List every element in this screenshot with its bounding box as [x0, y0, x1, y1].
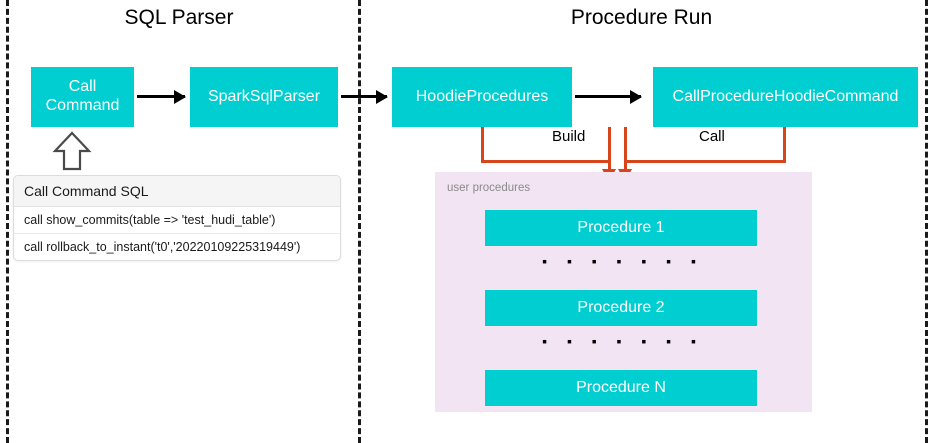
connector-build-stem: [608, 160, 611, 172]
procedure-ellipsis: ▪ ▪ ▪ ▪ ▪ ▪ ▪: [540, 335, 702, 351]
connector-build: [481, 127, 611, 163]
node-call-command[interactable]: Call Command: [31, 67, 134, 127]
edge-label-call: Call: [694, 128, 730, 145]
hollow-up-arrow-icon: [52, 131, 92, 171]
user-procedures-panel: user procedures Procedure 1 ▪ ▪ ▪ ▪ ▪ ▪ …: [435, 172, 812, 412]
sql-statement-row[interactable]: call rollback_to_instant('t0','202201092…: [24, 240, 301, 254]
procedure-item[interactable]: Procedure 2: [485, 290, 757, 326]
node-spark-sql-parser[interactable]: SparkSqlParser: [190, 67, 338, 127]
user-procedures-label: user procedures: [447, 182, 531, 194]
node-call-procedure-hoodie-command[interactable]: CallProcedureHoodieCommand: [653, 67, 918, 127]
procedure-item[interactable]: Procedure N: [485, 370, 757, 406]
edge-label-build: Build: [547, 128, 591, 145]
section-title-sql-parser: SQL Parser: [124, 6, 234, 29]
swimlane-divider-middle: [358, 0, 361, 443]
arrow-call-command-to-spark-sql-parser: [137, 95, 185, 98]
swimlane-divider-right: [925, 0, 928, 443]
connector-call: [624, 127, 786, 163]
node-hoodie-procedures[interactable]: HoodieProcedures: [392, 67, 572, 127]
section-title-procedure-run: Procedure Run: [570, 6, 713, 29]
procedure-ellipsis: ▪ ▪ ▪ ▪ ▪ ▪ ▪: [540, 255, 702, 271]
arrow-hoodie-procedures-to-call-procedure-hoodie-command: [575, 95, 641, 98]
connector-call-stem: [624, 160, 627, 172]
swimlane-divider-left: [6, 0, 9, 443]
arrow-spark-sql-parser-to-hoodie-procedures: [341, 95, 387, 98]
sql-statement-row[interactable]: call show_commits(table => 'test_hudi_ta…: [14, 207, 340, 234]
call-command-sql-card-header: Call Command SQL: [14, 176, 340, 207]
call-command-sql-card: Call Command SQL call show_commits(table…: [13, 175, 341, 261]
procedure-item[interactable]: Procedure 1: [485, 210, 757, 246]
